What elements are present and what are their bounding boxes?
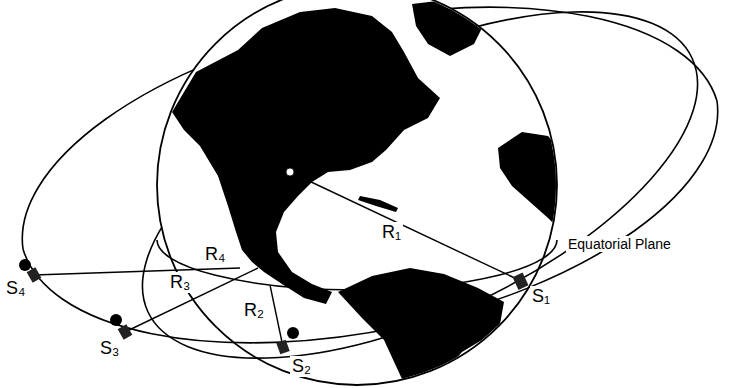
satellite-label: S₁: [530, 286, 552, 307]
range-line: [290, 172, 521, 281]
satellite-symbol: [276, 327, 299, 354]
range-label: R₁: [380, 222, 403, 243]
europe-africa: [498, 132, 566, 236]
caribbean-islands: [358, 196, 398, 212]
equator-line: [157, 240, 557, 290]
orbit-front: [23, 101, 718, 343]
satellite-label: S₂: [290, 356, 313, 377]
globe: [157, 0, 557, 385]
satellite-label: S₄: [4, 278, 27, 299]
range-line: [270, 285, 283, 347]
range-label: R₂: [242, 300, 266, 321]
range-label: R₃: [168, 272, 192, 293]
range-label: R₄: [203, 244, 227, 265]
range-line: [34, 268, 240, 275]
north-america: [172, 8, 440, 304]
greenland: [412, 0, 486, 56]
satellite-symbol: [513, 273, 529, 290]
orbit-front: [148, 58, 698, 358]
satellite-label: S₃: [98, 338, 121, 359]
continents: [172, 0, 566, 388]
south-america: [338, 268, 504, 388]
satellite-symbol: [110, 314, 132, 340]
range-line: [125, 268, 258, 332]
plane-label: Equatorial Plane: [566, 236, 673, 252]
receiver-point: [286, 168, 294, 176]
